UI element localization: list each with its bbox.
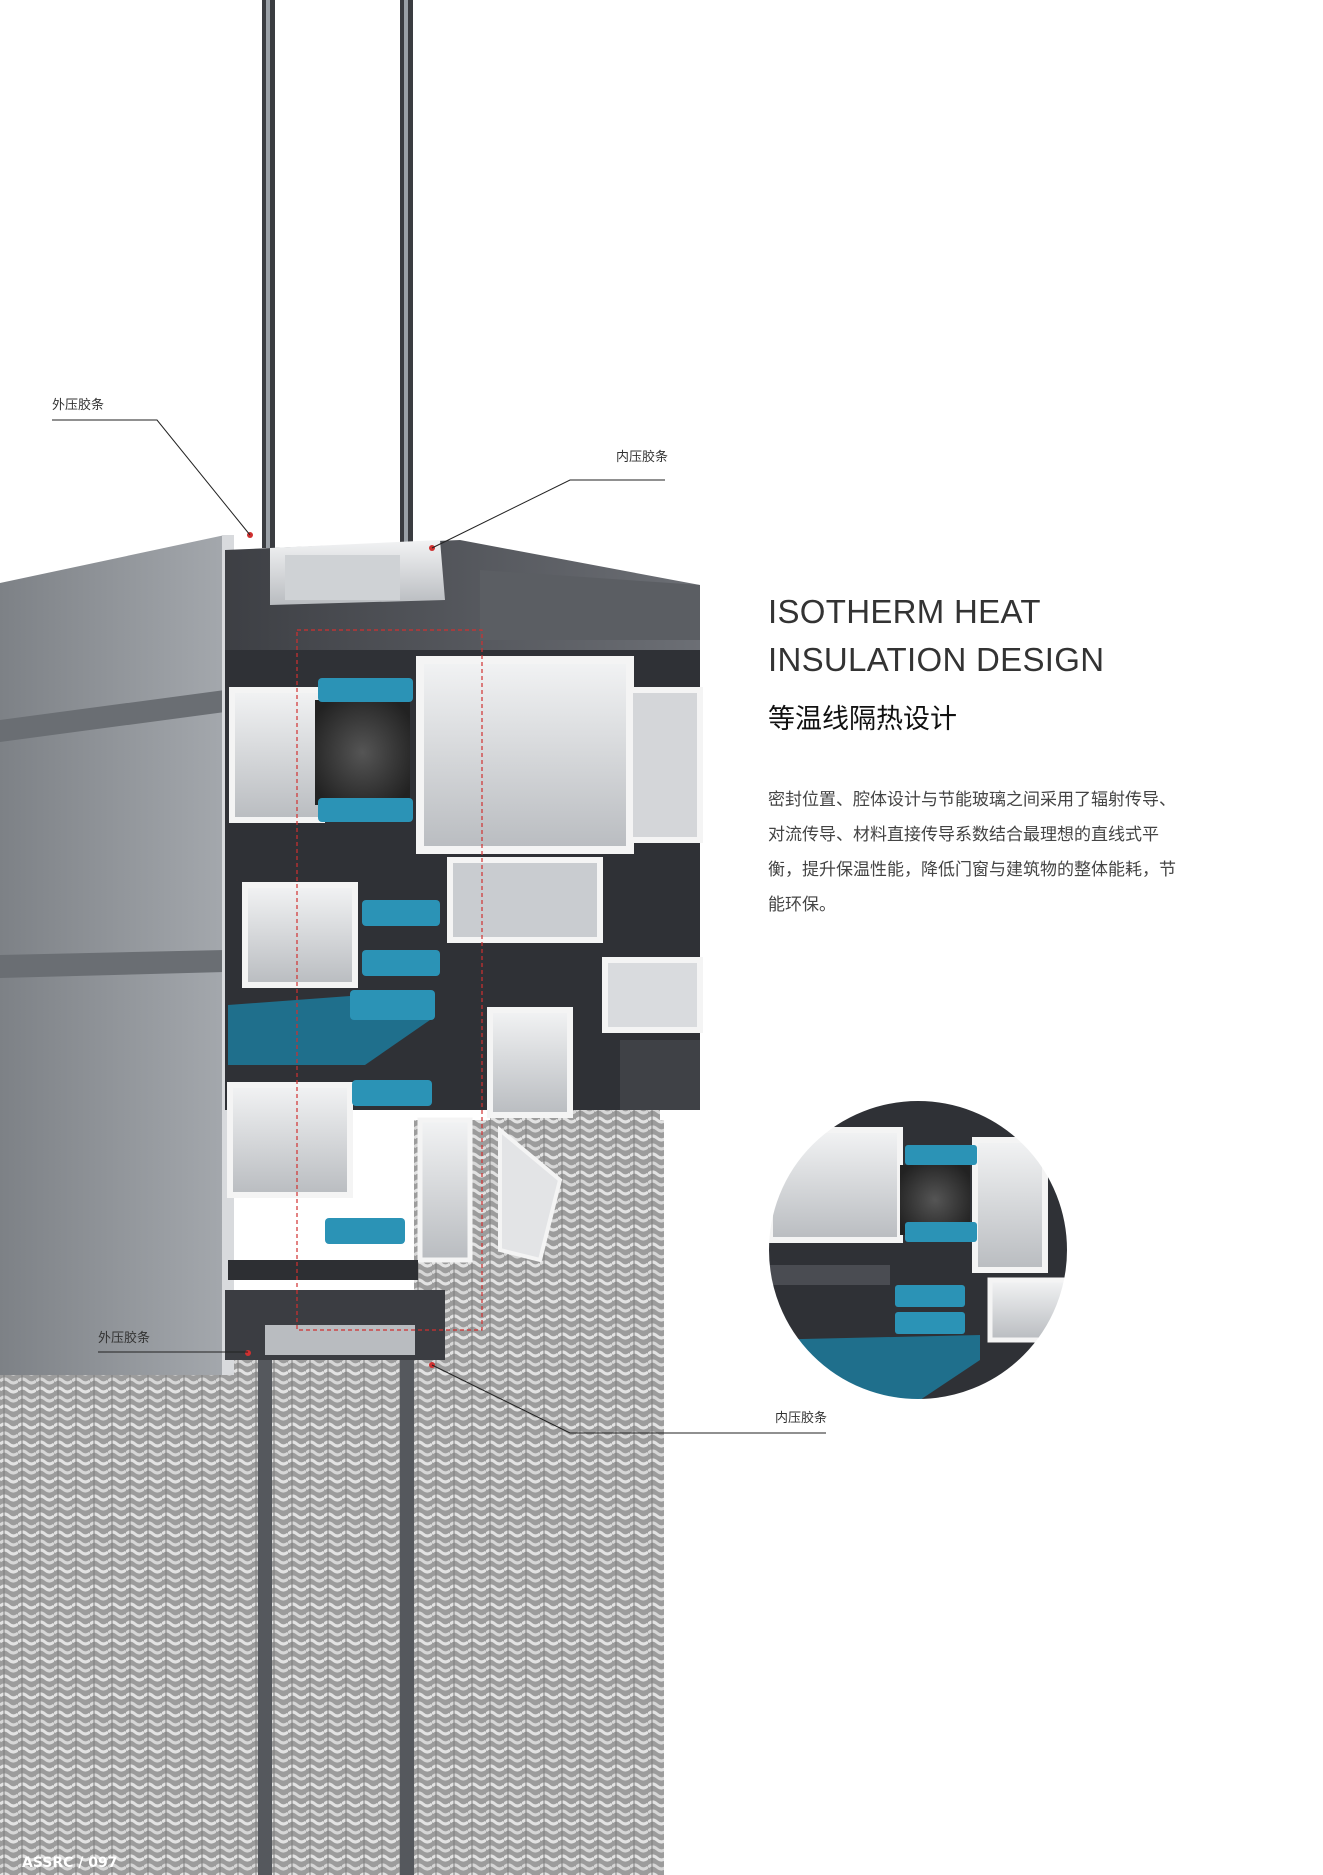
section-title-english: ISOTHERM HEAT INSULATION DESIGN <box>768 593 1105 678</box>
section-title-chinese: 等温线隔热设计 <box>768 704 957 735</box>
detail-magnifier <box>768 1100 1068 1400</box>
page-footer-label: ASSRC / 097 <box>22 1855 118 1871</box>
thermal-break-strips <box>228 678 440 1244</box>
callout-leader-lines <box>52 419 826 1434</box>
isotherm-line <box>296 629 483 1331</box>
exterior-frame-panel <box>0 535 234 1375</box>
glass-panes-top <box>262 0 413 548</box>
section-description: 密封位置、腔体设计与节能玻璃之间采用了辐射传导、对流传导、材料直接传导系数结合最… <box>768 790 1176 915</box>
callout-outer-gasket-bottom: 外压胶条 <box>98 1331 151 1346</box>
lower-sash <box>225 1117 563 1360</box>
callout-inner-gasket-top: 内压胶条 <box>616 450 669 465</box>
callout-inner-gasket-bottom: 内压胶条 <box>775 1411 828 1426</box>
callout-outer-gasket-top: 外压胶条 <box>52 398 105 413</box>
foam-core <box>315 700 410 805</box>
